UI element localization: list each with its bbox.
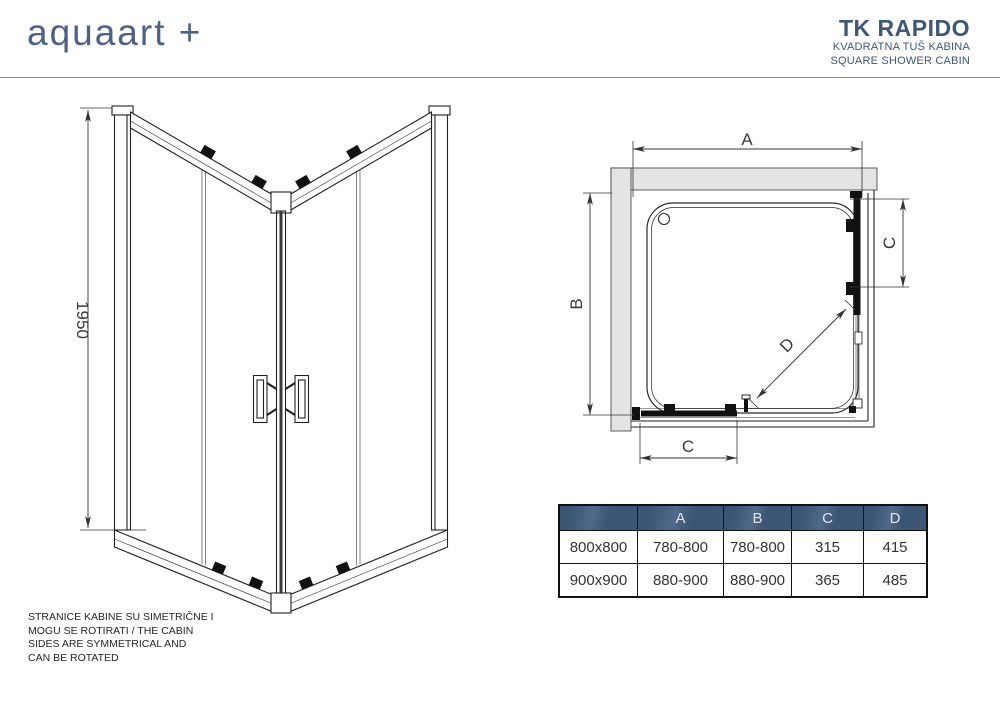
door-rollers-bottom	[211, 561, 351, 590]
size-table-header-size	[558, 504, 638, 531]
height-dimension: 1950	[73, 107, 146, 531]
cell-d: 415	[863, 530, 928, 564]
cell-b: 780-800	[723, 530, 792, 564]
product-subtitle-en: SQUARE SHOWER CABIN	[830, 54, 970, 67]
dimension-label-c-bottom: C	[682, 437, 694, 456]
cell-b: 880-900	[723, 563, 792, 598]
drain	[657, 212, 671, 226]
title-block: TK RAPIDO KVADRATNA TUŠ KABINA SQUARE SH…	[831, 15, 971, 68]
right-sliding-door	[846, 191, 863, 405]
table-row: 900x900 880-900 880-900 365 485	[558, 563, 928, 598]
left-wall	[610, 167, 632, 432]
glass-panel-edges	[201, 170, 361, 566]
cell-a: 780-800	[637, 530, 724, 564]
size-table-header-c: C	[791, 504, 864, 531]
dimension-c-side: C	[850, 198, 909, 288]
dimension-a: A	[632, 130, 863, 197]
cell-size: 900x900	[558, 563, 638, 598]
dimension-label-a: A	[741, 130, 753, 149]
door-rollers-top	[200, 144, 362, 190]
size-table: A B C D 800x800 780-800 780-800 315 415 …	[558, 504, 928, 598]
table-row: 800x800 780-800 780-800 315 415	[558, 530, 928, 564]
shower-tray	[646, 202, 859, 414]
top-view-technical-drawing: A B C C D	[567, 130, 909, 464]
cabin-frame	[631, 190, 875, 428]
right-wall-profile	[428, 105, 451, 531]
brand-logo: aquaart +	[27, 12, 203, 53]
left-wall-profile	[111, 105, 134, 531]
top-rails	[129, 111, 433, 214]
dimension-label-b: B	[567, 298, 586, 309]
door-handles	[252, 374, 310, 424]
dimension-label-height: 1950	[73, 301, 92, 339]
cell-a: 880-900	[637, 563, 724, 598]
product-title: TK RAPIDO	[839, 15, 970, 41]
product-subtitle-hr: KVADRATNA TUŠ KABINA	[832, 41, 970, 53]
top-wall	[610, 167, 878, 191]
symmetry-note: STRANICE KABINE SU SIMETRIČNE I MOGU SE …	[28, 611, 214, 664]
header-divider	[0, 77, 1000, 78]
bottom-sliding-door	[632, 394, 863, 420]
dimension-b: B	[567, 192, 634, 416]
cell-size: 800x800	[558, 530, 638, 564]
size-table-header-b: B	[723, 504, 792, 531]
center-corner-post	[275, 210, 287, 597]
size-table-header-row: A B C D	[558, 504, 928, 531]
cell-d: 485	[863, 563, 928, 598]
dimension-label-c-side: C	[880, 237, 899, 249]
size-table-header-d: D	[863, 504, 928, 531]
size-table-header-a: A	[637, 504, 724, 531]
cell-c: 365	[791, 563, 864, 598]
corner-cabin-3d-drawing: 1950	[73, 105, 451, 614]
cell-c: 315	[791, 530, 864, 564]
dimension-c-bottom: C	[639, 420, 738, 464]
